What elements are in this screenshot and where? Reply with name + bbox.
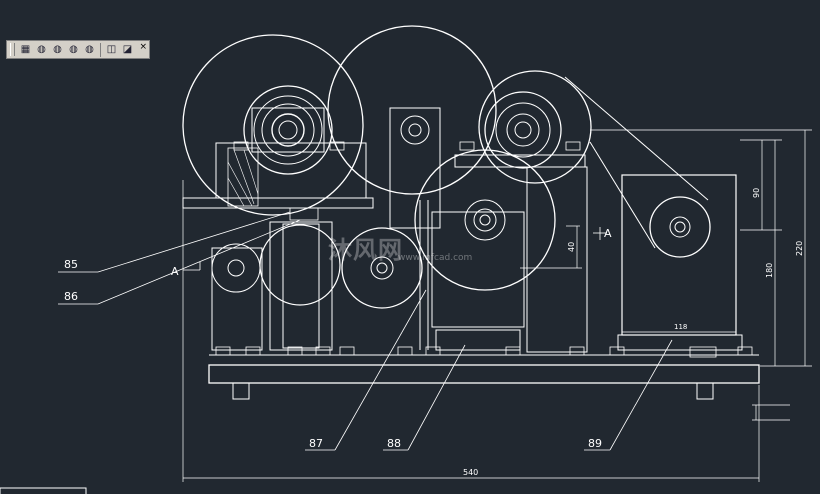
view-right-icon[interactable]: ◍: [69, 44, 78, 55]
section-mark-left: A: [171, 265, 179, 278]
view-camera-icon[interactable]: ◪: [122, 44, 133, 55]
dim-overall-width: 540: [463, 468, 478, 477]
section-mark-right: A: [604, 227, 612, 240]
callout-89: 89: [588, 437, 602, 450]
pulley-right: [478, 70, 592, 184]
motor-pulley: [649, 196, 711, 258]
view-toolbar: ▦ ◍ ◍ ◍ ◍ ◫ ◪ ×: [6, 40, 150, 59]
view-cube-icon[interactable]: ◫: [106, 44, 117, 55]
toolbar-separator: [100, 42, 101, 57]
base-plate: [208, 364, 760, 384]
toolbar-grip[interactable]: [10, 43, 15, 56]
watermark-url: www.mfcad.com: [398, 253, 473, 263]
dim-220: 220: [795, 241, 804, 256]
callout-85: 85: [64, 258, 78, 271]
motor-housing: [621, 174, 737, 336]
left-roller-outer: [243, 85, 333, 175]
callout-88: 88: [387, 437, 401, 450]
toolbar-close-icon[interactable]: ×: [139, 42, 147, 52]
mid-gear: [414, 149, 556, 291]
callout-87: 87: [309, 437, 323, 450]
dim-40: 40: [567, 242, 576, 252]
large-pulley-middle: [327, 25, 497, 195]
view-front-icon[interactable]: ▦: [20, 44, 31, 55]
callout-86: 86: [64, 290, 78, 303]
dim-90: 90: [752, 188, 761, 198]
dim-118: 118: [674, 323, 687, 331]
large-pulley-left: [182, 34, 364, 216]
dim-180: 180: [765, 263, 774, 278]
view-left-icon[interactable]: ◍: [53, 44, 62, 55]
watermark: 沐风网: [328, 236, 403, 264]
view-iso-icon[interactable]: ◍: [85, 44, 94, 55]
view-top-icon[interactable]: ◍: [37, 44, 46, 55]
